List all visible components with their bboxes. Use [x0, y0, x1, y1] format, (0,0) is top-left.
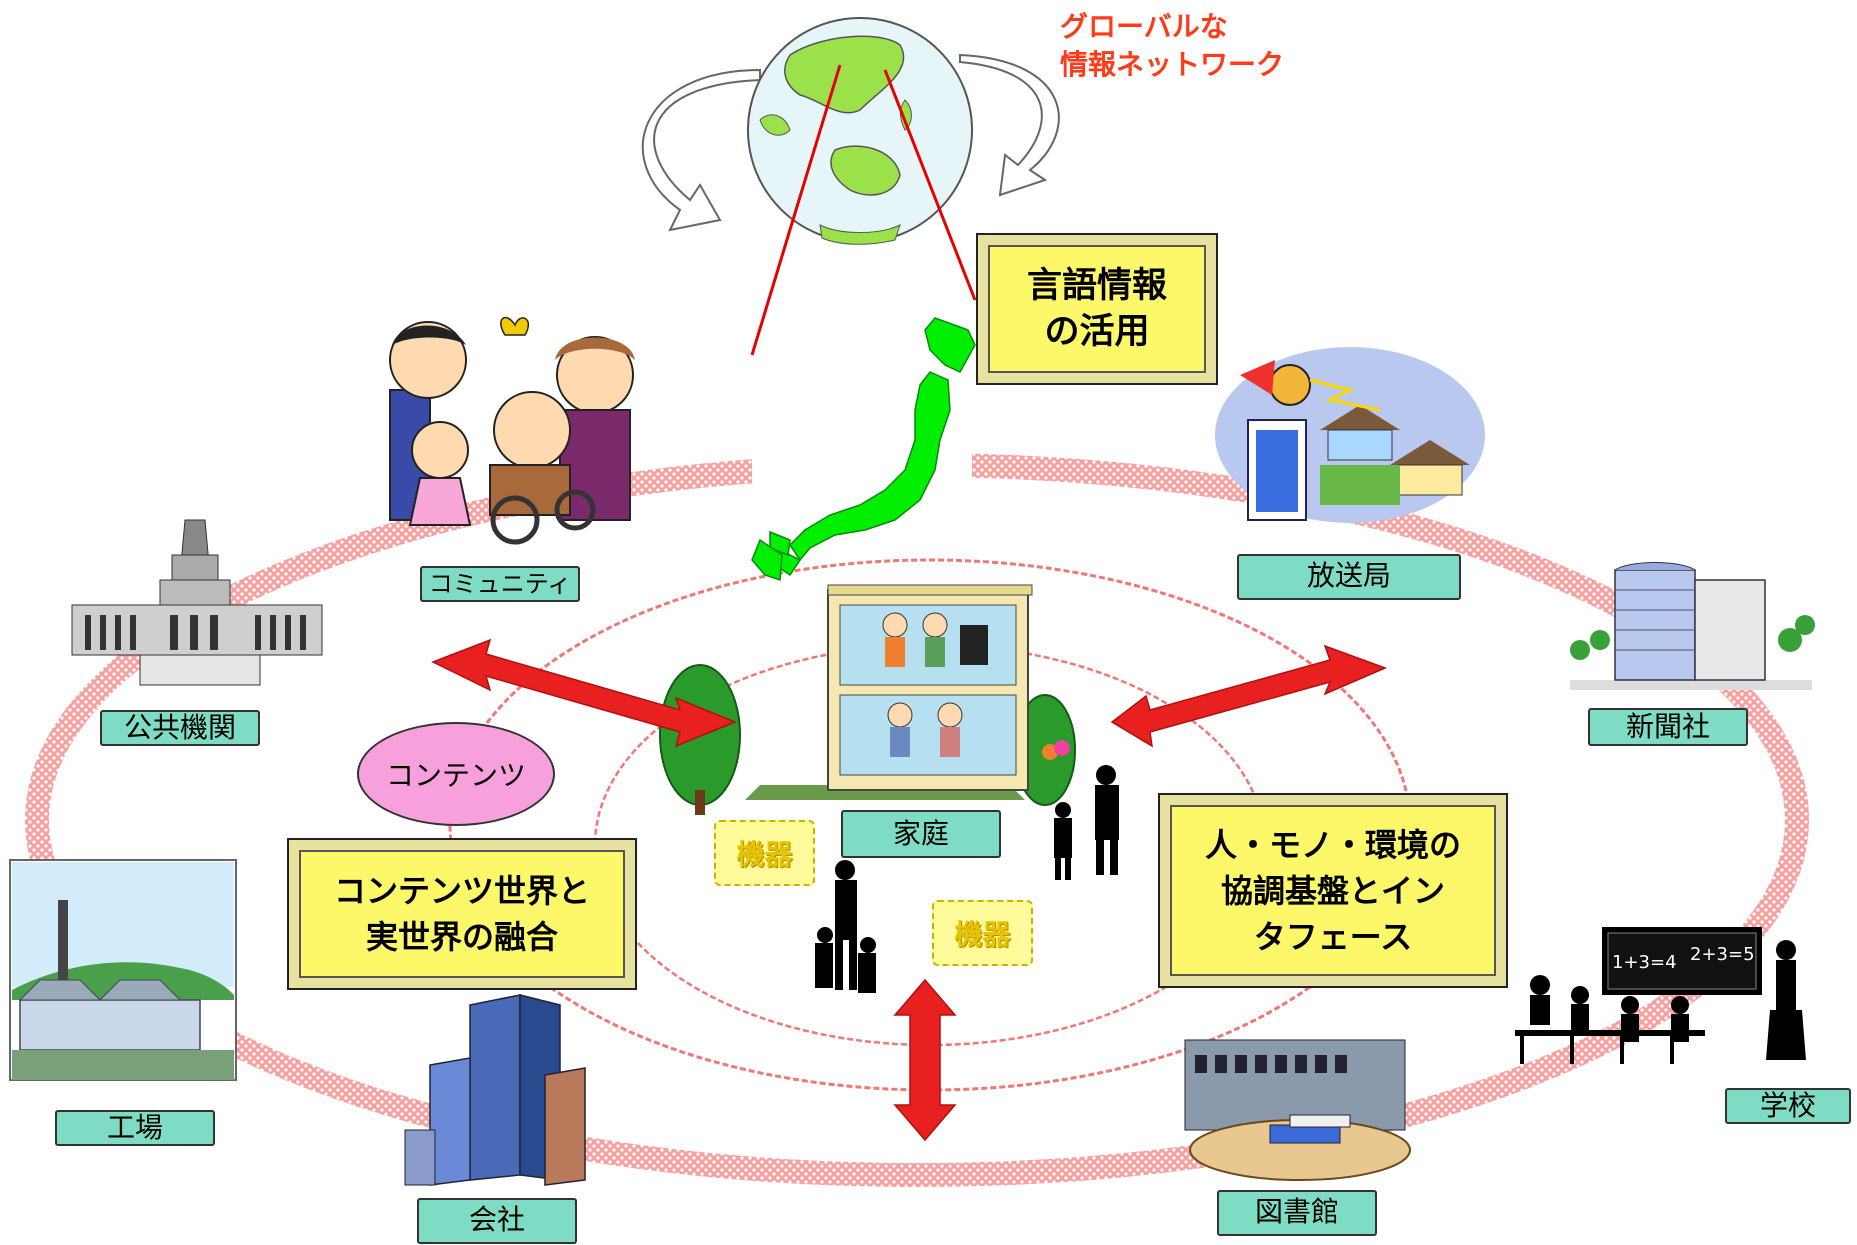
japan-map-icon — [751, 317, 976, 582]
interface-box: 人・モノ・環境の 協調基盤とイン タフェース — [1158, 793, 1508, 988]
device-badge-1: 機器 — [714, 820, 815, 886]
language-line2: の活用 — [1044, 312, 1150, 352]
library-icon — [1184, 1039, 1411, 1181]
factory-icon — [9, 859, 237, 1081]
label-school: 学校 — [1725, 1088, 1851, 1124]
board-eq1: 1+3=4 — [1612, 952, 1677, 973]
interface-line1: 人・モノ・環境の — [1204, 825, 1461, 864]
board-eq2: 2+3=5 — [1690, 944, 1755, 965]
interface-line3: タフェース — [1253, 917, 1413, 956]
arrows — [431, 638, 1388, 1142]
contents-fusion-line1: コンテンツ世界と — [333, 872, 590, 910]
label-public: 公共機関 — [100, 710, 260, 746]
global-network-label: グローバルな 情報ネットワーク — [1060, 8, 1284, 84]
newspaper-building-icon — [1570, 562, 1815, 690]
label-company: 会社 — [417, 1198, 577, 1244]
globe-icon — [641, 17, 1060, 245]
house-icon — [659, 584, 1076, 815]
language-line1: 言語情報 — [1026, 266, 1167, 306]
label-home: 家庭 — [841, 810, 1001, 858]
global-network-line2: 情報ネットワーク — [1060, 48, 1285, 81]
school-icon: 1+3=4 2+3=5 — [1515, 927, 1806, 1064]
pointer-lines — [750, 64, 977, 356]
label-broadcast: 放送局 — [1237, 554, 1461, 600]
language-info-box: 言語情報 の活用 — [976, 233, 1218, 385]
device-badge-2: 機器 — [932, 900, 1033, 966]
contents-bubble: コンテンツ — [357, 722, 555, 826]
interface-line2: 協調基盤とイン — [1220, 871, 1445, 910]
label-newspaper: 新聞社 — [1588, 708, 1748, 746]
parliament-icon — [71, 519, 323, 686]
label-library: 図書館 — [1217, 1190, 1377, 1236]
office-tower-icon — [404, 994, 586, 1186]
broadcast-icon — [1215, 347, 1485, 523]
silhouette-people-icon — [815, 740, 1119, 993]
family-icon — [389, 316, 635, 545]
label-factory: 工場 — [55, 1110, 215, 1146]
label-community: コミュニティ — [420, 566, 580, 602]
contents-fusion-line2: 実世界の融合 — [365, 918, 558, 956]
global-network-line1: グローバルな — [1060, 10, 1228, 43]
contents-fusion-box: コンテンツ世界と 実世界の融合 — [287, 838, 637, 990]
